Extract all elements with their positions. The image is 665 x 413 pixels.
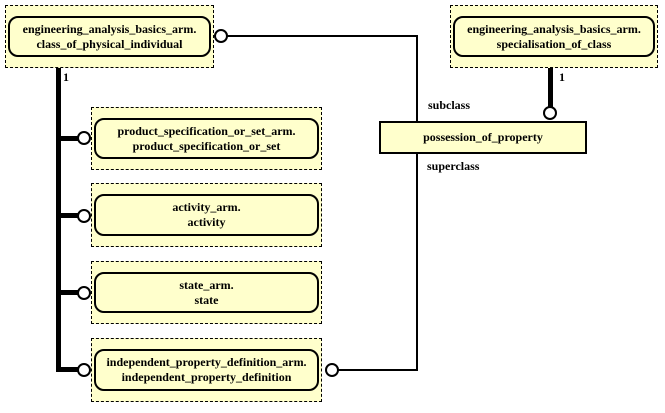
relation-line-top-horizontal bbox=[227, 35, 418, 37]
entity-name: activity bbox=[187, 215, 226, 229]
connector-circle-state-left bbox=[77, 286, 91, 300]
entity-schema-prefix: engineering_analysis_basics_arm. bbox=[22, 21, 197, 36]
entity-box-specialisation-of-class[interactable]: engineering_analysis_basics_arm. special… bbox=[450, 5, 658, 68]
entity-schema-prefix: engineering_analysis_basics_arm. bbox=[467, 21, 641, 36]
connector-circle-product-left bbox=[77, 131, 91, 145]
entity-name: product_specification_or_set bbox=[132, 138, 281, 153]
entity-name: class_of_physical_individual bbox=[36, 36, 183, 51]
connector-circle-independent-right bbox=[325, 363, 339, 377]
entity-box-independent-property-definition[interactable]: independent_property_definition_arm. ind… bbox=[91, 338, 322, 402]
entity-box-activity[interactable]: activity_arm. activity bbox=[91, 183, 322, 247]
entity-box-specialisation-of-class-inner: engineering_analysis_basics_arm. special… bbox=[453, 16, 655, 57]
entity-box-independent-property-definition-inner: independent_property_definition_arm. ind… bbox=[94, 349, 319, 391]
entity-box-activity-inner: activity_arm. activity bbox=[94, 194, 319, 236]
relationship-name: possession_of_property bbox=[423, 130, 543, 144]
cardinality-label-right: 1 bbox=[559, 70, 565, 84]
connector-circle-activity-left bbox=[77, 209, 91, 223]
entity-name: independent_property_definition bbox=[121, 370, 292, 384]
specialisation-stub-vertical bbox=[548, 68, 553, 107]
connector-circle-class-right bbox=[214, 29, 228, 43]
relation-line-vertical bbox=[416, 35, 418, 371]
entity-box-product-specification-or-set-inner: product_specification_or_set_arm. produc… bbox=[94, 118, 319, 159]
entity-box-class-of-physical-individual-inner: engineering_analysis_basics_arm. class_o… bbox=[8, 16, 211, 57]
connector-circle-specialisation-bottom bbox=[543, 106, 557, 120]
entity-schema-prefix: activity_arm. bbox=[172, 200, 241, 214]
relationship-box-possession-of-property[interactable]: possession_of_property bbox=[379, 121, 587, 154]
aggregation-line-vertical bbox=[56, 68, 61, 372]
aggregation-stub-activity bbox=[61, 213, 79, 218]
entity-name: specialisation_of_class bbox=[496, 36, 612, 51]
aggregation-stub-product bbox=[61, 136, 79, 141]
entity-box-state-inner: state_arm. state bbox=[94, 272, 319, 313]
entity-schema-prefix: independent_property_definition_arm. bbox=[106, 355, 307, 369]
entity-schema-prefix: product_specification_or_set_arm. bbox=[117, 123, 296, 138]
subclass-label: subclass bbox=[428, 98, 471, 112]
superclass-label: superclass bbox=[427, 159, 480, 173]
connector-circle-independent-left bbox=[77, 363, 91, 377]
aggregation-stub-independent bbox=[56, 367, 78, 372]
entity-name: state bbox=[194, 292, 219, 307]
cardinality-label-left: 1 bbox=[63, 70, 69, 84]
entity-schema-prefix: state_arm. bbox=[179, 277, 234, 292]
entity-box-product-specification-or-set[interactable]: product_specification_or_set_arm. produc… bbox=[91, 107, 322, 170]
aggregation-stub-state bbox=[61, 290, 79, 295]
entity-box-class-of-physical-individual[interactable]: engineering_analysis_basics_arm. class_o… bbox=[5, 5, 214, 68]
entity-box-state[interactable]: state_arm. state bbox=[91, 261, 322, 324]
relation-line-bottom-horizontal bbox=[338, 369, 418, 371]
